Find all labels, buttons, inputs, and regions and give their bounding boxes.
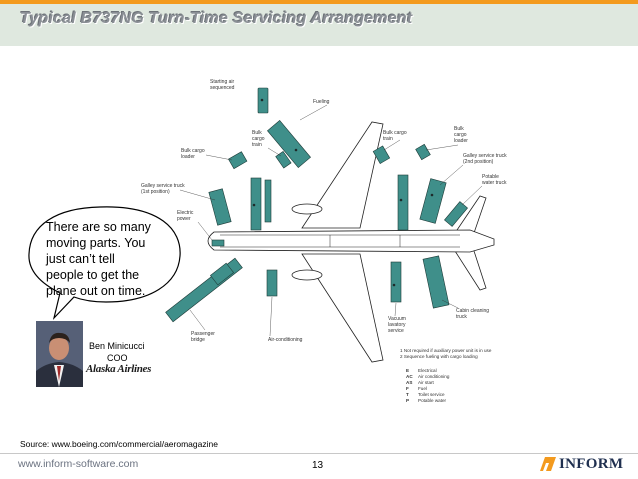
label-bulk-cargo-train-2: cargo bbox=[252, 136, 265, 142]
bulk-cargo-loader-left bbox=[228, 151, 248, 170]
diagram-notes: 1 Not required if auxiliary power unit i… bbox=[400, 348, 492, 359]
note-2: 2 Sequence fueling with cargo loading bbox=[400, 354, 478, 359]
speech-bubble bbox=[28, 206, 181, 321]
label-vacuum-lavatory-3: service bbox=[388, 328, 404, 334]
slide-header: Typical B737NG Turn-Time Servicing Arran… bbox=[0, 0, 638, 46]
quote-line: just can’t tell bbox=[46, 252, 115, 266]
cargo-loader-left-1 bbox=[250, 177, 262, 231]
label-galley-1st-2: (1st position) bbox=[141, 189, 170, 195]
legend-key: E bbox=[406, 368, 409, 373]
label-bulk-cargo-loader-2: loader bbox=[181, 154, 195, 160]
fuel-truck bbox=[267, 120, 311, 168]
cabin-cleaning-truck bbox=[422, 255, 450, 309]
label-bulk-cargo-loader-1: Bulk cargo bbox=[181, 148, 205, 154]
label-potable-water-1: Potable bbox=[482, 174, 499, 180]
bulk-cargo-train-right bbox=[372, 145, 391, 164]
label-bulk-cargo-loader-right-1: Bulk bbox=[454, 126, 464, 132]
label-bulk-cargo-loader-right-2: cargo bbox=[454, 132, 467, 138]
label-fueling: Fueling bbox=[313, 99, 330, 105]
label-vacuum-lavatory-1: Vacuum bbox=[388, 316, 406, 322]
legend-key: T bbox=[406, 392, 409, 397]
airline-logo: Alaska Airlines bbox=[86, 363, 152, 375]
airplane-outline bbox=[207, 121, 495, 363]
quote-line: people to get the bbox=[46, 268, 140, 282]
label-passenger-bridge-1: Passenger bbox=[191, 331, 215, 337]
footer-divider bbox=[0, 453, 638, 454]
bulk-cargo-train-left bbox=[275, 150, 292, 169]
quote-line: moving parts. You bbox=[46, 236, 146, 250]
legend-label: Toilet service bbox=[418, 392, 445, 397]
quote-line: There are so many bbox=[46, 220, 151, 234]
label-air-conditioning: Air-conditioning bbox=[268, 337, 303, 343]
cargo-loader-right bbox=[397, 174, 409, 231]
legend-key: AC bbox=[406, 374, 413, 379]
label-cabin-cleaning-2: truck bbox=[456, 314, 467, 320]
source-citation: Source: www.boeing.com/commercial/aeroma… bbox=[20, 439, 218, 449]
service-vehicles bbox=[165, 87, 468, 323]
fuselage-details bbox=[220, 234, 460, 248]
passenger-bridge-cab bbox=[210, 262, 234, 286]
legend-key: F bbox=[406, 386, 409, 391]
label-bulk-cargo-train-1: Bulk bbox=[252, 130, 262, 136]
label-bulk-cargo-right-2: train bbox=[383, 136, 393, 142]
brand-mark-icon bbox=[540, 457, 556, 471]
slide-title: Typical B737NG Turn-Time Servicing Arran… bbox=[20, 10, 413, 27]
label-potable-water-2: water truck bbox=[482, 180, 507, 186]
galley-truck-2 bbox=[419, 178, 447, 224]
footer-url: www.inform-software.com bbox=[18, 458, 139, 470]
label-cabin-cleaning-1: Cabin cleaning bbox=[456, 308, 489, 314]
quote-line: plane out on time. bbox=[46, 284, 146, 298]
label-galley-1st-1: Galley service truck bbox=[141, 183, 185, 189]
label-starting-air-2: sequenced bbox=[210, 85, 235, 91]
legend-label: Air conditioning bbox=[418, 374, 450, 379]
label-galley-2nd-2: (2nd position) bbox=[463, 159, 494, 165]
label-starting-air-1: Starting air bbox=[210, 79, 235, 85]
vacuum-lavatory-truck bbox=[390, 261, 402, 303]
legend-label: Fuel bbox=[418, 386, 427, 391]
legend-label: Electrical bbox=[418, 368, 437, 373]
vehicle-wheels bbox=[252, 98, 434, 287]
label-vacuum-lavatory-2: lavatory bbox=[388, 322, 406, 328]
quote-text: There are so many moving parts. You just… bbox=[46, 219, 172, 299]
brand-logo: INFORM bbox=[540, 456, 623, 472]
leader-lines bbox=[179, 104, 483, 337]
electric-power-cart bbox=[211, 239, 225, 247]
label-electric-power-1: Electric bbox=[177, 210, 194, 216]
legend-key: P bbox=[406, 398, 409, 403]
label-bulk-cargo-right-1: Bulk cargo bbox=[383, 130, 407, 136]
label-galley-2nd-1: Galley service truck bbox=[463, 153, 507, 159]
legend-label: Air start bbox=[418, 380, 435, 385]
label-bulk-cargo-loader-right-3: loader bbox=[454, 138, 468, 144]
bulk-cargo-loader-right bbox=[415, 143, 431, 161]
person-name: Ben Minicucci bbox=[89, 341, 145, 351]
label-bulk-cargo-train-3: train bbox=[252, 142, 262, 148]
air-conditioning-cart bbox=[266, 269, 278, 297]
brand-name: INFORM bbox=[559, 455, 624, 472]
label-electric-power-2: power bbox=[177, 216, 191, 222]
page-number: 13 bbox=[312, 460, 324, 471]
diagram-legend: E Electrical AC Air conditioning AS Air … bbox=[406, 368, 450, 403]
legend-label: Potable water bbox=[418, 398, 447, 403]
cargo-loader-left-2 bbox=[264, 179, 272, 223]
label-passenger-bridge-2: bridge bbox=[191, 337, 205, 343]
person-title: COO bbox=[107, 353, 128, 363]
diagram-labels: Starting air sequenced Fueling Bulk carg… bbox=[141, 79, 507, 343]
legend-key: AS bbox=[406, 380, 412, 385]
note-1: 1 Not required if auxiliary power unit i… bbox=[400, 348, 492, 353]
person-photo bbox=[36, 321, 83, 387]
potable-water-truck bbox=[444, 201, 468, 227]
galley-truck-1 bbox=[208, 188, 232, 226]
